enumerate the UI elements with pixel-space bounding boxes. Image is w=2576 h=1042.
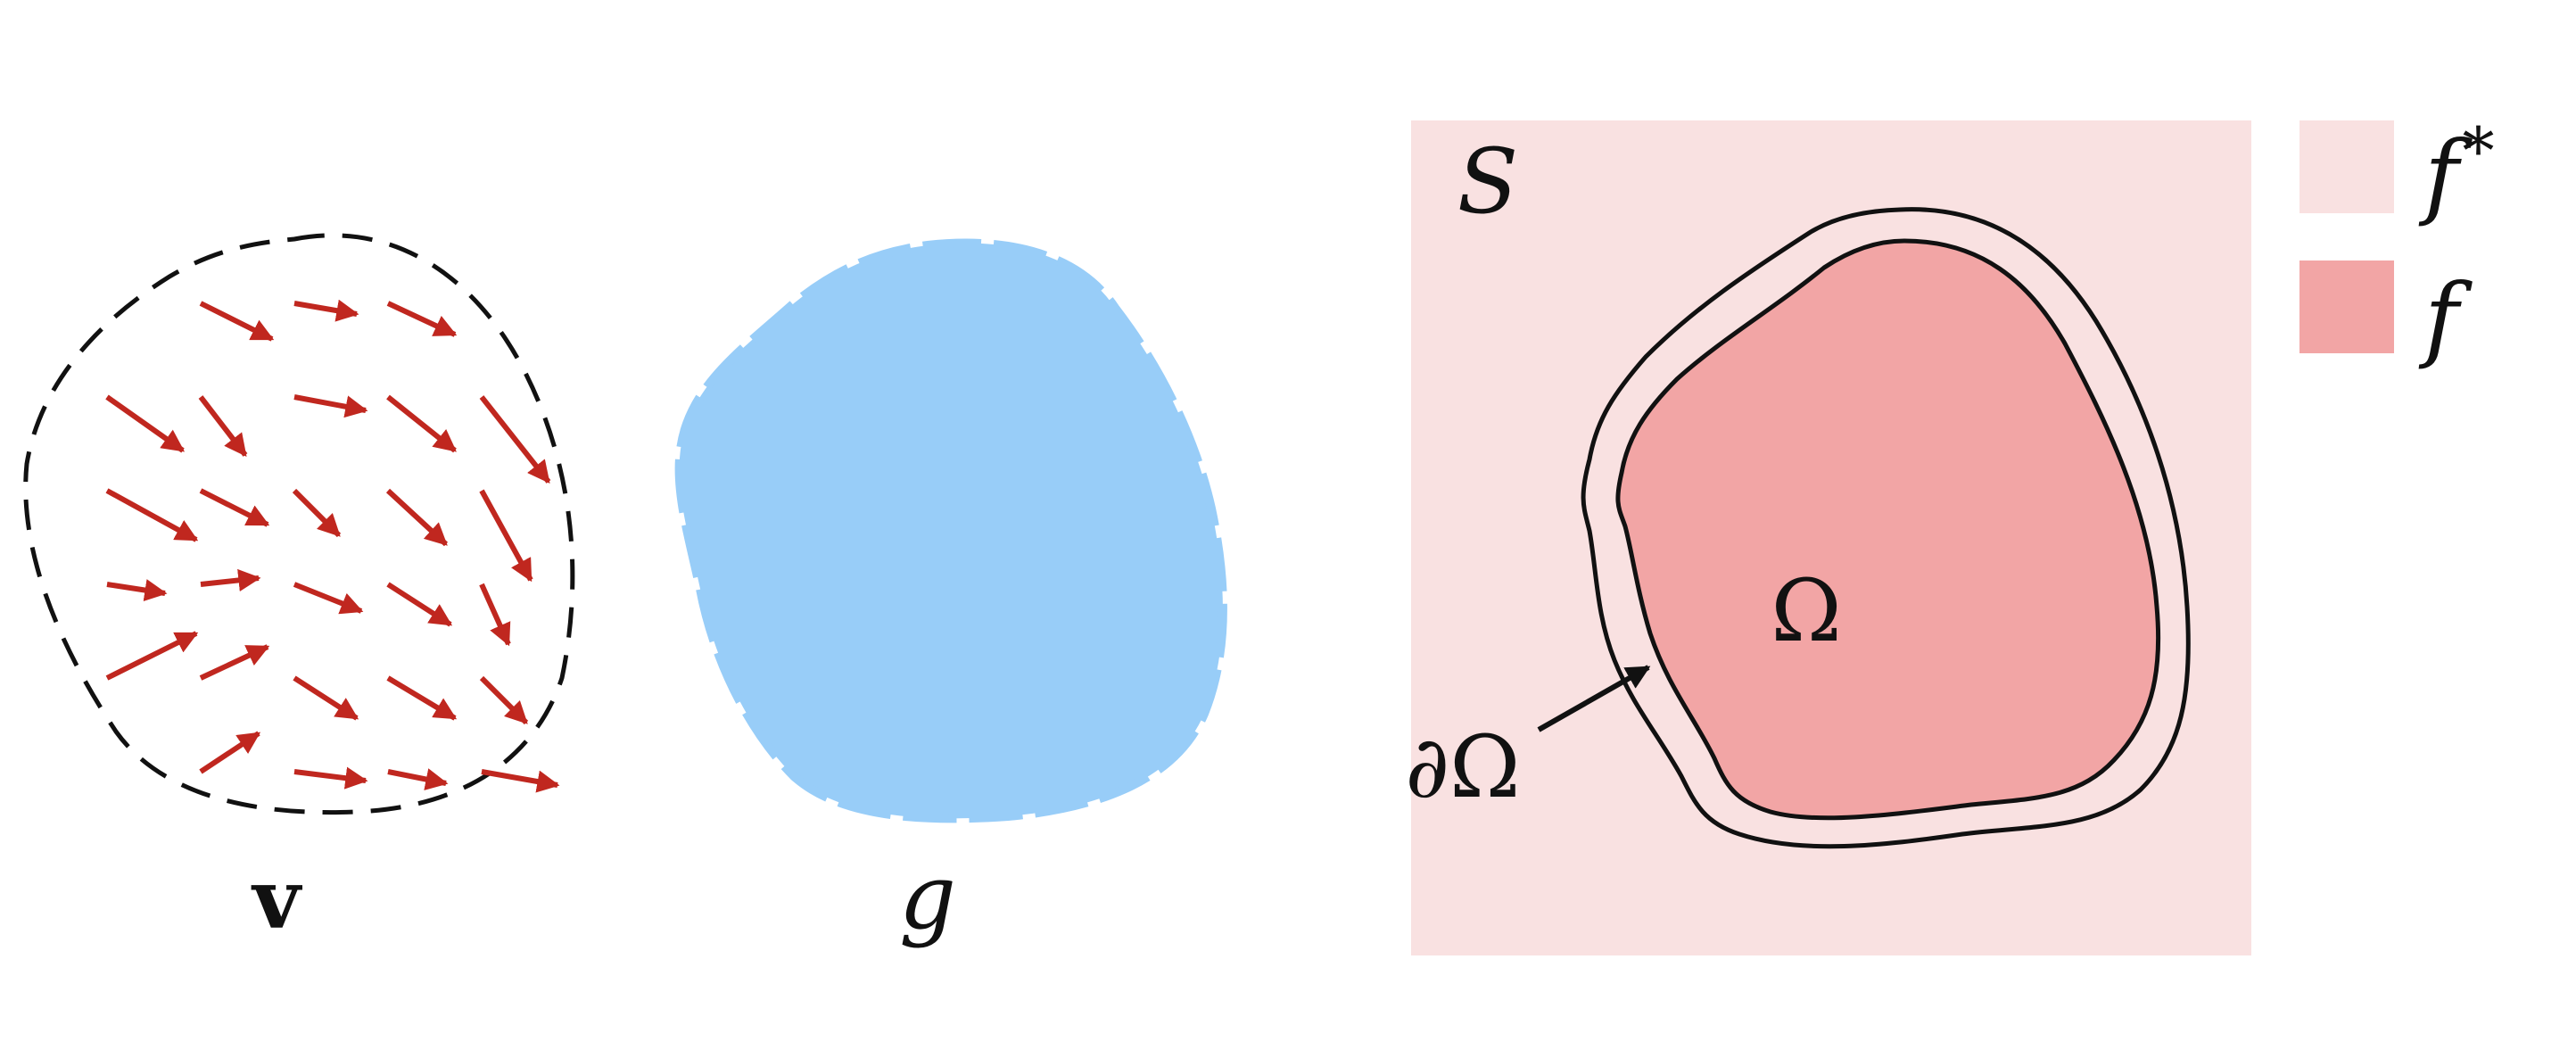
vector-arrow [199, 731, 261, 774]
vector-arrow [479, 583, 511, 647]
legend-label-f-star: f* [2418, 113, 2495, 229]
vector-arrow [386, 394, 457, 453]
vector-arrows [105, 299, 560, 793]
vector-arrow [199, 644, 270, 681]
vector-arrow [199, 488, 270, 527]
vector-arrow [479, 489, 533, 583]
legend-swatch-f-star [2299, 120, 2394, 213]
vector-arrow [105, 488, 199, 542]
vector-field-panel: v [23, 233, 575, 947]
boundary-pointer-arrow [1537, 665, 1651, 732]
vector-arrow [292, 488, 342, 538]
omega-region [1615, 238, 2161, 821]
vector-arrow [293, 766, 368, 790]
vector-arrow [293, 675, 359, 721]
vector-arrow [386, 582, 453, 627]
legend-swatch-f [2299, 260, 2394, 353]
vector-arrow [386, 675, 458, 721]
vector-arrow [293, 582, 364, 615]
vector-arrow [387, 768, 449, 790]
vector-arrow [105, 394, 186, 453]
domain-panel: S Ω ∂Ω [1405, 120, 2251, 955]
vector-arrow [386, 301, 458, 337]
vector-arrow [200, 568, 261, 591]
scalar-g-label: g [899, 845, 956, 949]
vector-arrow [481, 769, 560, 793]
g-blob [674, 238, 1227, 823]
vector-field-dashed-boundary [23, 233, 575, 815]
legend: f* f [2299, 113, 2495, 372]
vector-arrow [479, 675, 529, 725]
vector-arrow [105, 631, 199, 681]
omega-label: Ω [1771, 561, 1842, 661]
scalar-g-panel: g [674, 238, 1227, 949]
legend-label-f: f [2418, 263, 2473, 372]
vector-arrow [199, 301, 275, 342]
vector-arrow [198, 395, 248, 457]
vector-arrow [293, 299, 359, 322]
legend-label-f-star-superscript: * [2463, 113, 2495, 188]
vector-field-label: v [251, 851, 302, 947]
outer-boundary-contour [1581, 207, 2191, 849]
vector-arrow [106, 579, 168, 602]
vector-arrow [293, 394, 368, 418]
surface-s-label: S [1457, 129, 1519, 234]
vector-arrow [385, 488, 449, 547]
boundary-label: ∂Ω [1405, 717, 1520, 817]
vector-arrow [479, 395, 551, 484]
